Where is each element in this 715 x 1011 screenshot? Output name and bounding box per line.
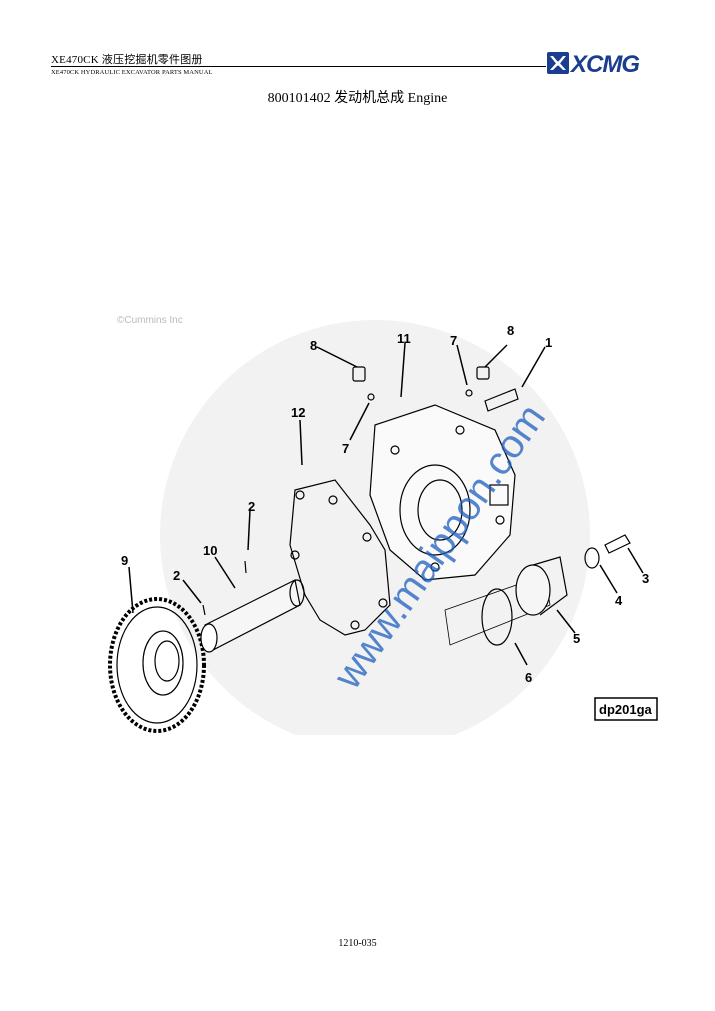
callout-12: 12	[291, 405, 305, 420]
callout-3: 3	[642, 571, 649, 586]
logo-text: XCMG	[569, 51, 639, 76]
exploded-parts-diagram: ©Cummins Inc	[108, 315, 658, 735]
washer-part	[584, 547, 600, 569]
page-heading: 800101402 发动机总成 Engine	[267, 91, 448, 106]
figure-id-box	[594, 697, 658, 721]
callout-2-upper: 2	[248, 499, 255, 514]
figure-id: dp201ga	[599, 702, 653, 717]
coupling-part	[515, 556, 568, 616]
callout-10: 10	[203, 543, 217, 558]
plug-part-right	[476, 366, 490, 380]
manual-title: XE470CK 液压挖掘机零件图册	[51, 54, 203, 66]
header-rule	[51, 66, 546, 67]
callout-7-right: 7	[450, 333, 457, 348]
callout-6: 6	[525, 670, 532, 685]
callout-4: 4	[615, 593, 623, 608]
oring-part-right	[465, 389, 473, 397]
plate-part	[444, 574, 551, 646]
manual-subtitle: XE470CK HYDRAULIC EXCAVATOR PARTS MANUAL	[51, 69, 213, 76]
housing-part	[369, 404, 516, 581]
callout-1: 1	[545, 335, 552, 350]
capscrew-part	[604, 534, 631, 554]
copyright-label: ©Cummins Inc	[117, 315, 183, 326]
callout-11: 11	[397, 331, 411, 346]
callout-8-left: 8	[310, 338, 317, 353]
callout-7-left: 7	[342, 441, 349, 456]
xcmg-logo: XCMG	[547, 51, 640, 76]
callout-5: 5	[573, 631, 580, 646]
page-number: 1210-035	[338, 938, 377, 949]
plug-part-left	[352, 366, 366, 382]
callout-8-right: 8	[507, 323, 514, 338]
callout-2-lower: 2	[173, 568, 180, 583]
gear-part	[108, 597, 206, 733]
oring-part-left	[367, 393, 375, 401]
gasket-part	[289, 479, 391, 636]
callout-9: 9	[121, 553, 128, 568]
screw-part-1	[484, 388, 519, 412]
